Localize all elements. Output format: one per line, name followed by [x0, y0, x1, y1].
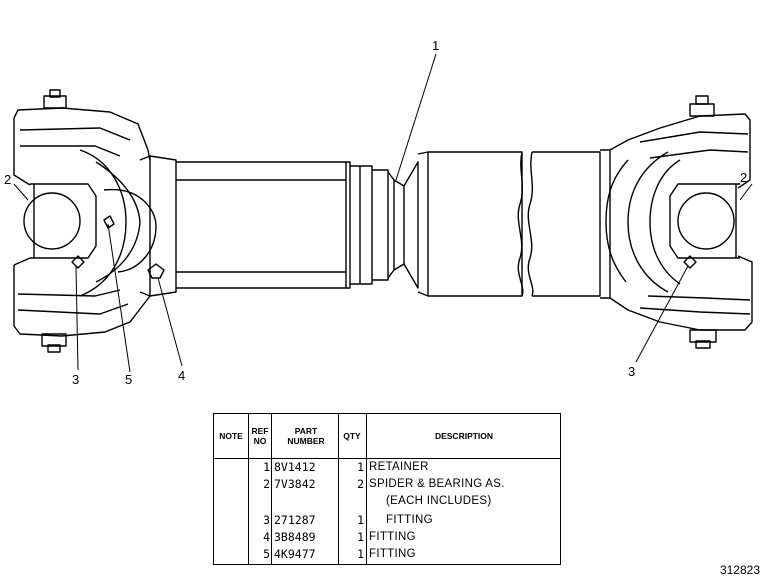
- callout-2-left: 2: [4, 172, 11, 187]
- table-row: 3 271287 1 FITTING: [214, 512, 560, 529]
- callout-1: 1: [432, 38, 439, 53]
- table-row: 5 4K9477 1 FITTING: [214, 546, 560, 563]
- slip-yoke-tube: [147, 155, 373, 297]
- description-cell: (EACH INCLUDES): [386, 495, 492, 507]
- leader-line-2-right: [739, 183, 753, 201]
- qty-cell: 1: [357, 547, 364, 561]
- header-qty: QTY: [343, 431, 361, 441]
- leader-line-3-left: [75, 265, 79, 371]
- table-row: (EACH INCLUDES): [214, 493, 560, 510]
- leader-line-3-right: [635, 265, 689, 363]
- parts-table: NOTE REF NO PART NUMBER QTY DESCRIPTION …: [213, 413, 561, 565]
- header-divider: [214, 458, 560, 459]
- part-number-cell: 7V3842: [274, 477, 316, 491]
- leader-line-1: [395, 53, 437, 181]
- part-number-cell: 271287: [274, 513, 316, 527]
- qty-cell: 1: [357, 513, 364, 527]
- part-number-cell: 8V1412: [274, 460, 316, 474]
- part-number-cell: 3B8489: [274, 530, 316, 544]
- description-cell: SPIDER & BEARING AS.: [369, 478, 505, 490]
- table-row: 1 8V1412 1 RETAINER: [214, 459, 560, 476]
- table-row: 4 3B8489 1 FITTING: [214, 529, 560, 546]
- column-divider: [271, 414, 272, 564]
- qty-cell: 2: [357, 477, 364, 491]
- callout-2-right: 2: [740, 170, 747, 185]
- column-divider: [338, 414, 339, 564]
- description-cell: FITTING: [369, 531, 416, 543]
- callout-3-right: 3: [628, 364, 635, 379]
- header-description: DESCRIPTION: [434, 431, 494, 441]
- leader-line-4: [157, 277, 183, 367]
- header-part-number: PART NUMBER: [287, 426, 325, 446]
- description-cell: FITTING: [386, 514, 433, 526]
- header-ref-no: REF NO: [251, 426, 269, 446]
- ref-cell: 3: [263, 513, 270, 527]
- part-number-cell: 4K9477: [274, 547, 316, 561]
- table-row: 2 7V3842 2 SPIDER & BEARING AS.: [214, 476, 560, 493]
- leader-line-2-left: [13, 183, 29, 201]
- column-divider: [248, 414, 249, 564]
- main-tube: [417, 149, 611, 299]
- leader-line-5: [107, 223, 131, 373]
- callout-5: 5: [125, 372, 132, 387]
- callout-3-left: 3: [72, 372, 79, 387]
- illustration-reference-number: 312823: [719, 563, 760, 577]
- left-yoke-assembly: [13, 89, 157, 353]
- ref-cell: 4: [263, 530, 270, 544]
- ref-cell: 1: [263, 460, 270, 474]
- retainer: [372, 161, 419, 289]
- qty-cell: 1: [357, 530, 364, 544]
- drive-shaft-diagram: 1 2 2 3 3 4 5: [4, 38, 753, 387]
- description-cell: RETAINER: [369, 461, 429, 473]
- ref-cell: 5: [263, 547, 270, 561]
- ref-cell: 2: [263, 477, 270, 491]
- qty-cell: 1: [357, 460, 364, 474]
- description-cell: FITTING: [369, 548, 416, 560]
- column-divider: [366, 414, 367, 564]
- header-note: NOTE: [219, 431, 243, 441]
- right-yoke-assembly: [605, 95, 753, 349]
- callout-4: 4: [178, 368, 185, 383]
